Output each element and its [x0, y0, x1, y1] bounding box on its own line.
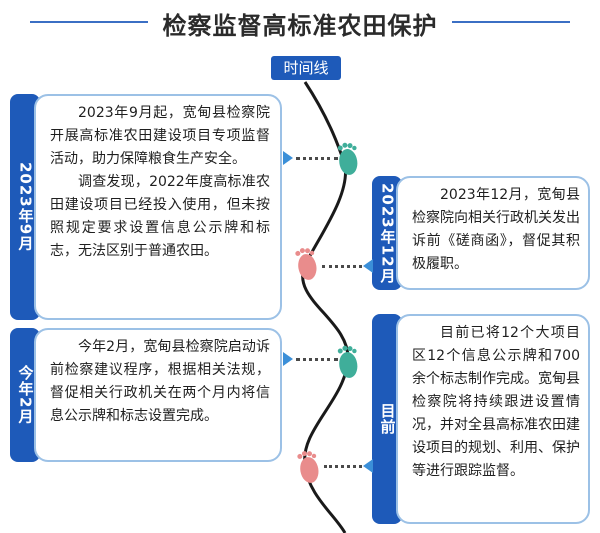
footprint-green-icon [337, 345, 358, 378]
event-card-current: 目前已将12个大项目区12个信息公示牌和700余个标志制作完成。宽甸县检察院将持… [396, 314, 590, 524]
footprint-pink-icon [295, 248, 317, 280]
event-card-2024-02: 今年2月，宽甸县检察院启动诉前检察建议程序，根据相关法规，督促相关行政机关在两个… [34, 328, 282, 462]
event-paragraph: 调查发现，2022年度高标准农田建设项目已经投入使用，但未按照规定要求设置信息公… [50, 174, 270, 259]
connector-dots [296, 358, 338, 361]
date-tag-text: 2023年9月 [16, 162, 35, 252]
page-title: 检察监督高标准农田保护 [162, 12, 438, 40]
event-card-2023-12: 2023年12月，宽甸县检察院向相关行政机关发出诉前《磋商函》，督促其积极履职。 [396, 176, 590, 290]
card-pointer-icon [283, 352, 293, 366]
event-card-2023-09: 2023年9月起，宽甸县检察院开展高标准农田建设项目专项监督活动，助力保障粮食生… [34, 94, 282, 320]
event-paragraph: 2023年9月起，宽甸县检察院开展高标准农田建设项目专项监督活动，助力保障粮食生… [50, 105, 270, 167]
card-pointer-icon [363, 459, 373, 473]
footprint-pink-icon [297, 451, 319, 483]
event-paragraph: 2023年12月，宽甸县检察院向相关行政机关发出诉前《磋商函》，督促其积极履职。 [412, 187, 580, 272]
card-pointer-icon [363, 259, 373, 273]
event-paragraph: 今年2月，宽甸县检察院启动诉前检察建议程序，根据相关法规，督促相关行政机关在两个… [50, 339, 270, 424]
title-rule-left [30, 21, 148, 23]
date-tag-text: 2023年12月 [378, 182, 397, 284]
event-paragraph: 目前已将12个大项目区12个信息公示牌和700余个标志制作完成。宽甸县检察院将持… [412, 325, 580, 479]
timeline-label: 时间线 [271, 56, 341, 80]
card-pointer-icon [283, 151, 293, 165]
connector-dots [296, 157, 338, 160]
title-rule-right [452, 21, 570, 23]
date-tag-text: 目前 [378, 403, 397, 435]
footprint-green-icon [337, 142, 358, 175]
connector-dots [324, 465, 362, 468]
connector-dots [322, 265, 362, 268]
date-tag-text: 今年2月 [16, 365, 35, 425]
